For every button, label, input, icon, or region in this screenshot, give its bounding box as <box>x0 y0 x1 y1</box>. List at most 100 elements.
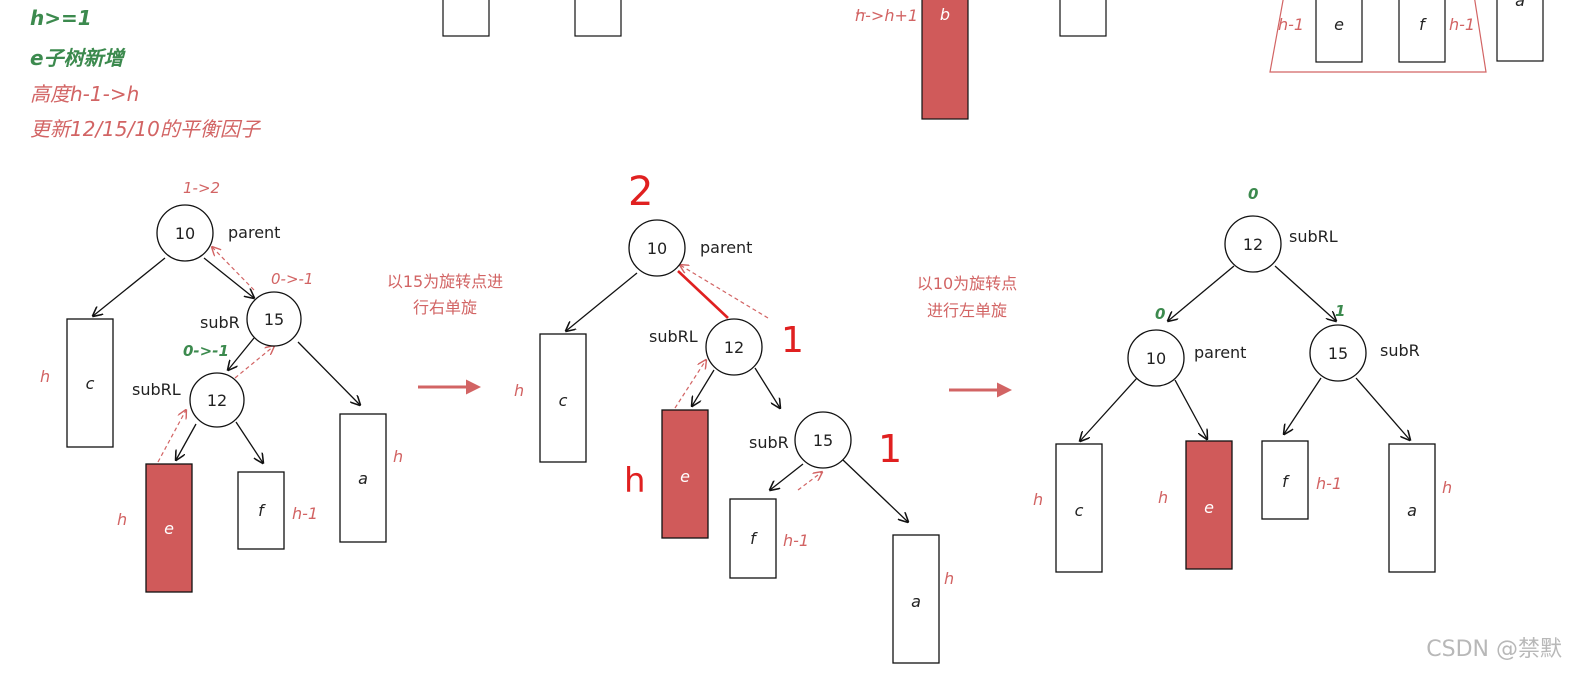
step-right-rotation: 以15为旋转点进 行右单旋 <box>387 272 503 395</box>
top-box-3 <box>1059 0 1107 37</box>
note-height-condition: h>=1 <box>30 6 92 30</box>
parent2-label: parent <box>700 238 752 257</box>
top-box-1 <box>442 0 490 37</box>
top-box-f <box>1398 0 1446 63</box>
subtree3-a <box>1388 443 1436 573</box>
edge2-15-a <box>842 459 908 522</box>
edge3-10-c <box>1080 377 1138 441</box>
subtree2-a-label: a <box>911 592 921 611</box>
subtree3-e <box>1185 440 1233 570</box>
subtree3-e-label: e <box>1204 498 1214 517</box>
node-15 <box>246 291 302 347</box>
node3-10-label: 10 <box>1146 349 1166 368</box>
note-subtree-insert: e子树新增 <box>30 46 124 70</box>
update-path-e-12 <box>157 410 186 463</box>
edge2-12-e <box>692 369 715 406</box>
height-f: h-1 <box>292 504 318 523</box>
step1-line1: 以15为旋转点进 <box>387 272 503 291</box>
top-trapezoid <box>1269 0 1487 73</box>
parent3-label: parent <box>1194 343 1246 362</box>
edge2-12-15 <box>754 367 780 408</box>
subtree3-c <box>1055 443 1103 573</box>
edge3-12-10 <box>1168 265 1235 321</box>
node-12-label: 12 <box>207 391 227 410</box>
edge-12-e <box>176 423 197 460</box>
edge-15-12 <box>228 337 255 370</box>
hand-height-e: h <box>624 461 646 501</box>
height3-a: h <box>1442 478 1452 497</box>
node3-15-label: 15 <box>1328 344 1348 363</box>
node2-10-label: 10 <box>647 239 667 258</box>
subtree2-a <box>892 534 940 664</box>
top-fragment: b h->h+1 e f h-1 h-1 a <box>442 0 1544 120</box>
top-box-2 <box>574 0 622 37</box>
subtree2-e <box>661 409 709 539</box>
edge3-12-15 <box>1274 265 1336 321</box>
subtree-c <box>66 318 114 448</box>
node3-10 <box>1127 329 1185 387</box>
top-b-height-change: h->h+1 <box>855 6 918 25</box>
update2-f-15 <box>797 472 822 491</box>
hand-bf-15: 1 <box>878 427 902 471</box>
height-c: h <box>40 367 50 386</box>
diagram-after-right-rotation: 10 12 15 parent subRL subR 2 1 1 h c e f… <box>514 169 954 664</box>
update2-e-12 <box>674 360 706 409</box>
update2-12-10 <box>680 265 769 319</box>
diagram-after-left-rotation: 12 10 15 subRL parent subR 0 0 1 c e f a… <box>1033 185 1452 573</box>
step1-line2: 行右单旋 <box>413 298 477 317</box>
node2-15 <box>794 411 852 469</box>
subtree3-f <box>1261 440 1309 520</box>
subtree2-c <box>539 333 587 463</box>
bf3-15: 1 <box>1335 302 1345 320</box>
edge3-15-a <box>1355 377 1410 440</box>
edge-10-c <box>93 257 166 316</box>
hand-bf-10: 2 <box>628 169 653 215</box>
subRL3-label: subRL <box>1289 227 1338 246</box>
note-height-change: 高度h-1->h <box>30 82 140 106</box>
subtree3-a-label: a <box>1407 501 1417 520</box>
subRL-label: subRL <box>132 380 181 399</box>
parent-label: parent <box>228 223 280 242</box>
edge2-10-12-hand <box>677 270 729 319</box>
top-box-b-label: b <box>940 5 950 24</box>
step-left-rotation: 以10为旋转点 进行左单旋 <box>917 274 1017 398</box>
edge2-10-c <box>566 272 638 331</box>
update-path-15-10 <box>212 247 255 291</box>
subtree3-c-label: c <box>1075 501 1084 520</box>
node2-12 <box>705 318 763 376</box>
node3-15 <box>1309 324 1367 382</box>
node2-15-label: 15 <box>813 431 833 450</box>
top-box-a <box>1496 0 1544 62</box>
top-box-e <box>1315 0 1363 63</box>
subtree-f <box>237 471 285 550</box>
node2-10 <box>628 219 686 277</box>
hand-bf-12: 1 <box>781 320 804 361</box>
edge-15-a <box>297 341 360 405</box>
height3-e: h <box>1158 488 1168 507</box>
subtree2-f-label: f <box>750 529 758 548</box>
subtree-a-label: a <box>358 469 368 488</box>
height3-c: h <box>1033 490 1043 509</box>
height3-f: h-1 <box>1316 474 1342 493</box>
top-f-height: h-1 <box>1449 15 1475 34</box>
node-10 <box>156 204 214 262</box>
edge-12-f <box>235 421 263 463</box>
node3-12-label: 12 <box>1243 235 1263 254</box>
node-12 <box>189 372 245 428</box>
subtree3-f-label: f <box>1282 472 1290 491</box>
subR3-label: subR <box>1380 341 1420 360</box>
edge3-15-f <box>1284 377 1322 434</box>
top-e-height: h-1 <box>1278 15 1304 34</box>
subtree2-f <box>729 498 777 579</box>
bf3-10: 0 <box>1155 305 1165 323</box>
diagram-before-rotation: 10 15 12 parent subR subRL 1->2 0->-1 0-… <box>40 179 403 593</box>
height-a: h <box>393 447 403 466</box>
step2-line1: 以10为旋转点 <box>917 274 1017 293</box>
subR2-label: subR <box>749 433 789 452</box>
height-e: h <box>117 510 127 529</box>
subtree-c-label: c <box>86 374 95 393</box>
subtree2-e-label: e <box>680 467 690 486</box>
bf-15: 0->-1 <box>271 270 313 288</box>
node-15-label: 15 <box>264 310 284 329</box>
height2-a: h <box>944 569 954 588</box>
